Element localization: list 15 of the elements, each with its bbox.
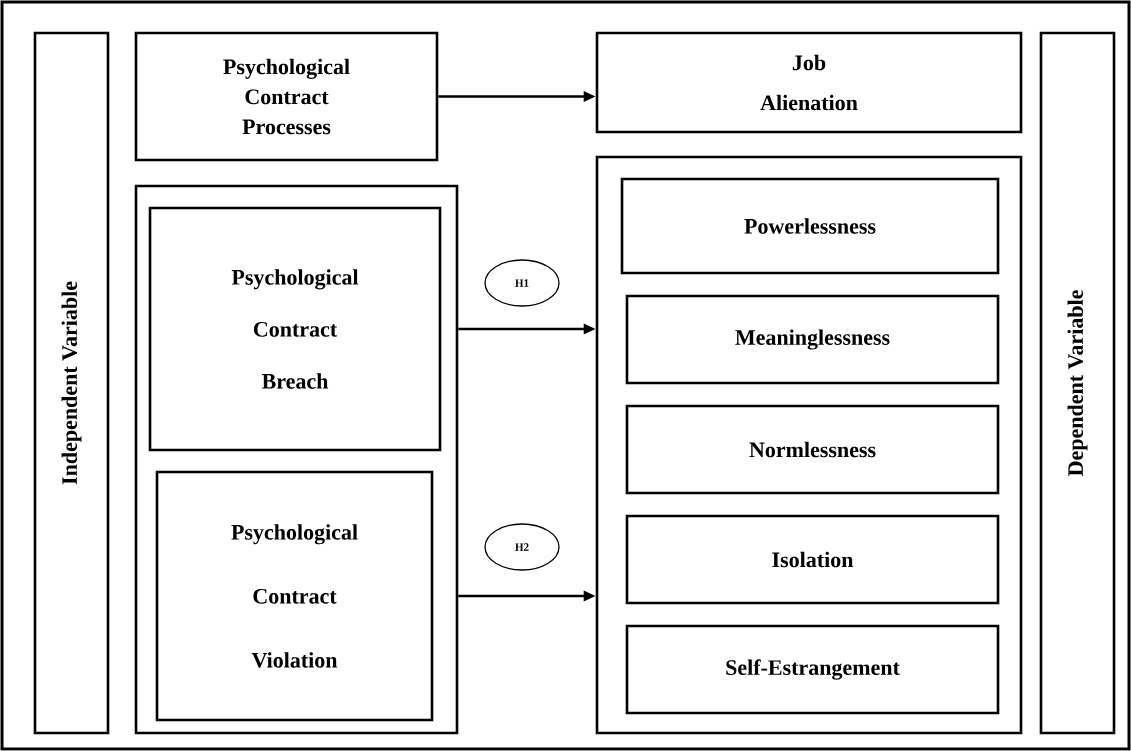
variable-box: Dependent Variable [1039, 31, 1116, 735]
group-box [595, 155, 1023, 735]
concept-box: Normlessness [625, 404, 1000, 495]
edge-label: H2 [484, 523, 560, 571]
concept-box: Psychological Contract Violation [155, 470, 434, 722]
concept-box: Meaninglessness [625, 294, 1000, 385]
concept-box: Psychological Contract Breach [148, 206, 442, 452]
variable-box: Independent Variable [33, 31, 110, 735]
concept-box: Self-Estrangement [625, 624, 1000, 715]
concept-box: Isolation [625, 514, 1000, 605]
concept-box: Job Alienation [595, 31, 1023, 134]
edge-label: H1 [484, 259, 560, 307]
group-box [134, 184, 459, 735]
concept-box: Powerlessness [620, 177, 1000, 275]
concept-box: Psychological Contract Processes [134, 31, 439, 162]
